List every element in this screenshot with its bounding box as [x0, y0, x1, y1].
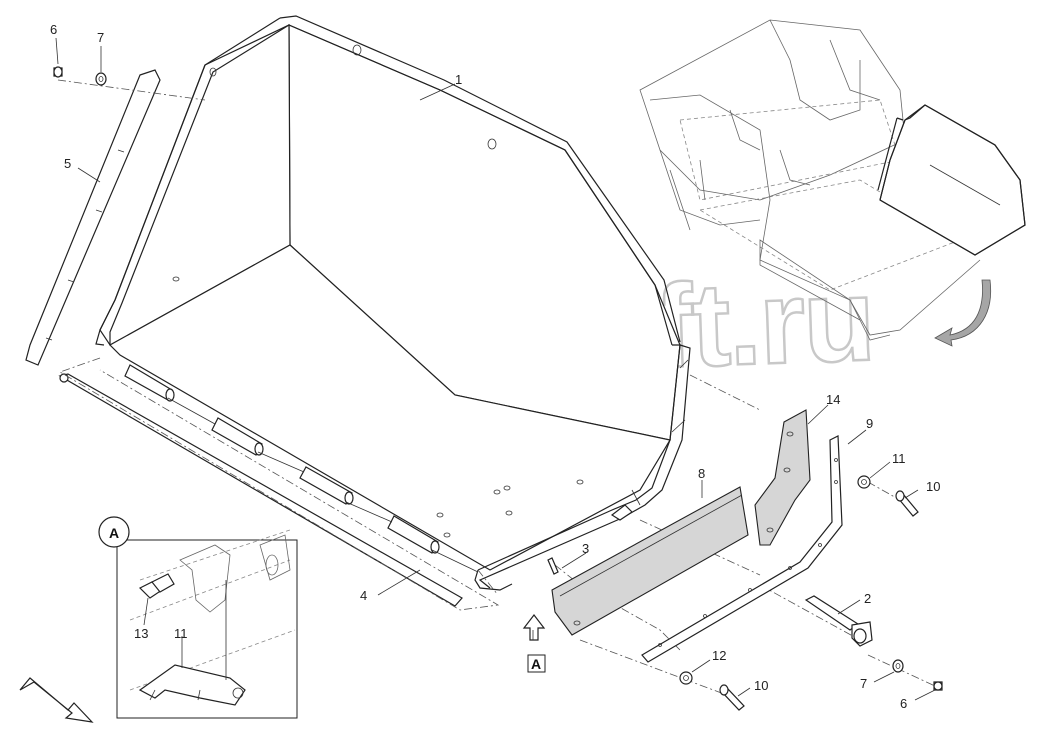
label-part-7-bottom: 7: [860, 676, 867, 691]
label-part-7-top: 7: [97, 30, 104, 45]
assembly-lines: [57, 79, 936, 701]
roller-shaft-part: [58, 364, 479, 607]
bracket-part: [641, 435, 843, 663]
label-part-2: 2: [864, 591, 871, 606]
side-plate-part: [754, 409, 811, 546]
part-labels: 6 7 1 5 3 4 8 14 9 11 10 2 12 10 7 6 13 …: [50, 22, 940, 711]
label-part-12: 11: [174, 626, 188, 641]
label-part-10-top: 10: [926, 479, 940, 494]
label-part-14: 14: [826, 392, 840, 407]
label-part-8: 8: [698, 466, 705, 481]
label-part-9: 9: [866, 416, 873, 431]
label-part-3: 3: [582, 541, 589, 556]
side-strip-part: [25, 69, 161, 366]
label-part-10-bottom: 10: [754, 678, 768, 693]
hardware-parts: [53, 66, 943, 711]
hinge-pin-part: [804, 595, 873, 647]
label-part-11-top: 11: [892, 451, 906, 466]
machine-overview: [639, 19, 1026, 341]
label-part-6-top: 6: [50, 22, 57, 37]
view-marker-letter: A: [531, 656, 541, 672]
detail-letter: A: [109, 525, 119, 541]
rubber-strip-part: [551, 486, 749, 636]
label-part-5: 5: [64, 156, 71, 171]
label-part-6-bottom: 6: [900, 696, 907, 711]
leader-lines: [55, 37, 936, 701]
label-part-11-bottom: 12: [712, 648, 726, 663]
hopper-frame: [95, 15, 691, 591]
label-part-1: 1: [455, 72, 462, 87]
label-part-4: 4: [360, 588, 367, 603]
direction-arrow-icon: [19, 677, 94, 723]
pin-part: [547, 557, 559, 575]
view-marker-box: [527, 654, 546, 673]
label-part-13: 13: [134, 626, 148, 641]
rotation-arrow-icon: [934, 279, 992, 347]
detail-a-inset: A: [98, 516, 298, 719]
view-arrow-icon: [522, 614, 546, 641]
